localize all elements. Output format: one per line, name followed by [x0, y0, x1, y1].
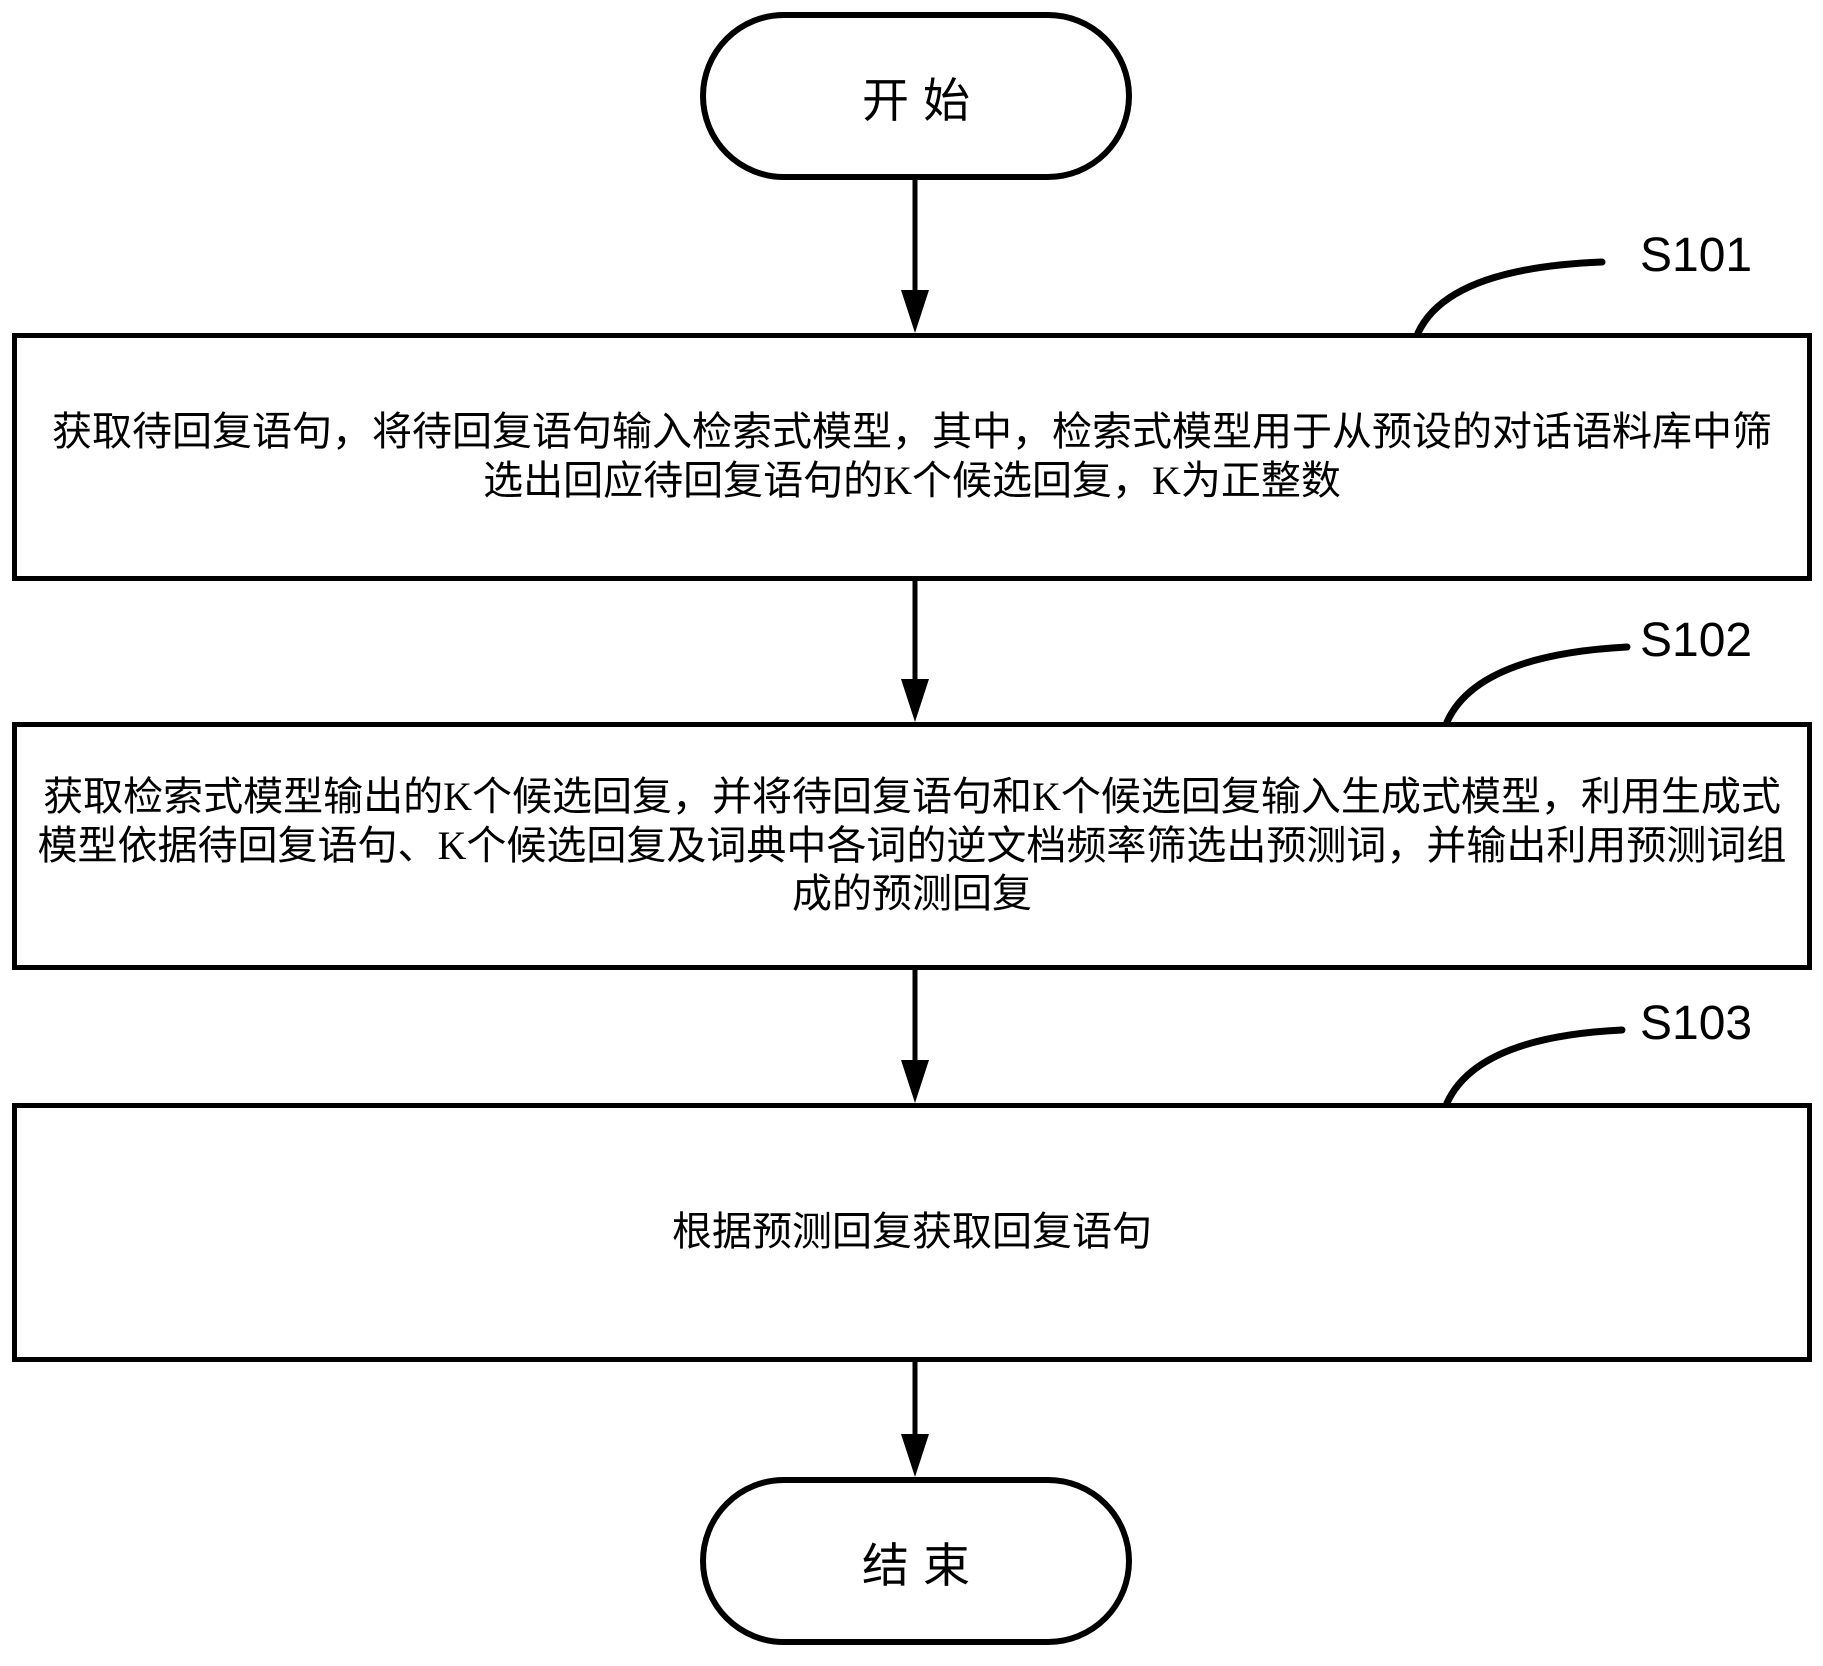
- arrowhead-to-s101: [901, 290, 929, 333]
- leader-curve-s102: [1443, 643, 1631, 726]
- arrowhead-to-s102: [901, 679, 929, 722]
- arrowhead-to-end: [901, 1434, 929, 1477]
- step-box-s102: 获取检索式模型输出的K个候选回复，并将待回复语句和K个候选回复输入生成式模型，利…: [12, 722, 1812, 970]
- step-label-s103: S103: [1640, 997, 1753, 1050]
- end-terminal-label: 结束: [862, 1540, 984, 1593]
- step-box-s103: 根据预测回复获取回复语句: [12, 1103, 1812, 1362]
- step-text-s101: 获取待回复语句，将待回复语句输入检索式模型，其中，检索式模型用于从预设的对话语料…: [52, 409, 1772, 503]
- step-text-s102: 获取检索式模型输出的K个候选回复，并将待回复语句和K个候选回复输入生成式模型，利…: [37, 773, 1787, 917]
- end-terminal: 结束: [700, 1477, 1132, 1645]
- step-label-s102: S102: [1640, 614, 1753, 667]
- step-box-s101: 获取待回复语句，将待回复语句输入检索式模型，其中，检索式模型用于从预设的对话语料…: [12, 333, 1812, 581]
- step-text-s103: 根据预测回复获取回复语句: [672, 1209, 1152, 1255]
- leader-curve-s101: [1414, 258, 1606, 337]
- step-label-s101: S101: [1640, 229, 1753, 282]
- start-terminal: 开始: [700, 12, 1132, 180]
- leader-curve-s103: [1443, 1026, 1626, 1107]
- start-terminal-label: 开始: [862, 75, 984, 128]
- arrowhead-to-s103: [901, 1060, 929, 1103]
